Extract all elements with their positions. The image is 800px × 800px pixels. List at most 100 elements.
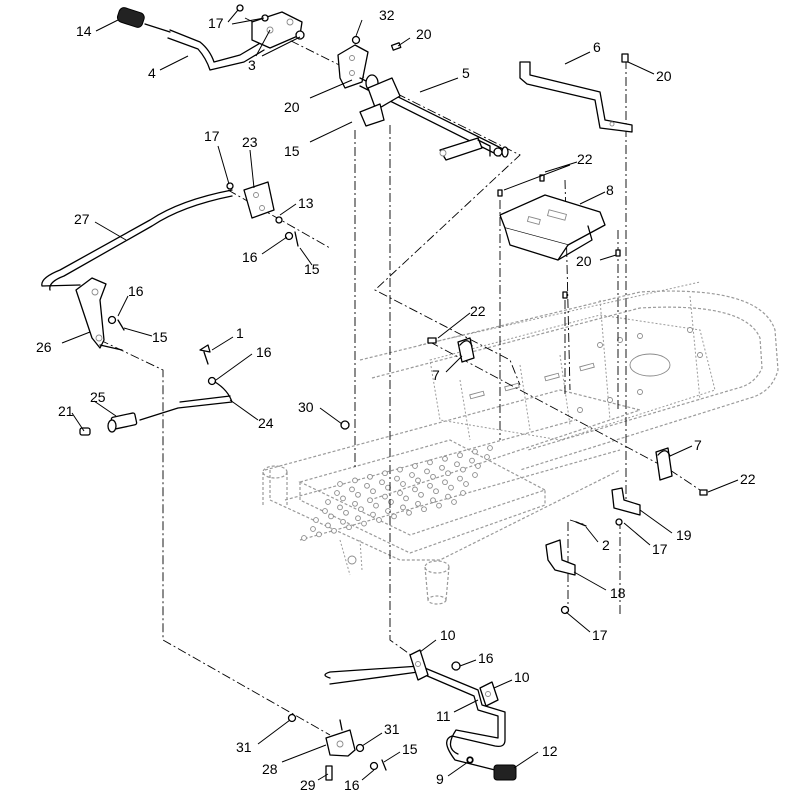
part-1-pin xyxy=(199,344,217,386)
deck-hole xyxy=(364,482,370,489)
callout-14: 14 xyxy=(76,23,92,39)
callout-30: 30 xyxy=(298,399,314,415)
deck-hole xyxy=(460,490,466,496)
deck-hole xyxy=(397,466,403,473)
callout-16: 16 xyxy=(256,344,272,360)
deck-hole xyxy=(403,495,409,502)
leader-lines xyxy=(61,9,739,781)
deck-hole xyxy=(325,499,331,505)
callout-10: 10 xyxy=(514,669,530,685)
callout-4: 4 xyxy=(148,65,156,81)
part-8-mount-plate xyxy=(497,174,621,299)
part-16-washer-bottom xyxy=(369,759,387,771)
deck-hole xyxy=(349,486,355,493)
deck-hole xyxy=(415,500,421,507)
deck-hole xyxy=(391,513,397,520)
callout-12: 12 xyxy=(542,743,558,759)
deck-hole xyxy=(355,491,361,498)
deck-hole xyxy=(469,457,475,464)
callout-5: 5 xyxy=(462,65,470,81)
deck-hole xyxy=(352,500,358,507)
callout-1: 1 xyxy=(236,325,244,341)
deck-hole xyxy=(427,459,433,466)
callout-17: 17 xyxy=(592,627,608,643)
deck-hole xyxy=(457,475,463,482)
deck-hole xyxy=(367,473,373,480)
part-31-washer xyxy=(355,743,365,753)
deck-hole xyxy=(370,511,376,518)
callout-11: 11 xyxy=(436,708,451,724)
callout-19: 19 xyxy=(676,527,692,543)
deck-hole xyxy=(337,481,343,487)
deck-hole xyxy=(436,502,442,509)
deck-hole xyxy=(313,517,319,523)
deck-hole xyxy=(352,477,358,484)
deck-hole xyxy=(442,479,448,486)
callout-9: 9 xyxy=(436,771,444,787)
part-30-nut xyxy=(340,420,350,430)
deck-hole xyxy=(442,455,448,462)
deck-hole xyxy=(343,509,349,516)
callout-16: 16 xyxy=(242,249,258,265)
callout-8: 8 xyxy=(606,182,614,198)
deck-hole xyxy=(373,502,379,509)
deck-hole xyxy=(475,463,481,469)
callout-15: 15 xyxy=(402,741,418,757)
callout-22: 22 xyxy=(470,303,486,319)
callout-20: 20 xyxy=(284,99,300,115)
part-4-hand-lever xyxy=(167,11,305,71)
part-32-bracket xyxy=(337,35,369,89)
callout-22: 22 xyxy=(577,151,593,167)
callout-26: 26 xyxy=(36,339,52,355)
deck-hole xyxy=(439,464,445,471)
callout-18: 18 xyxy=(610,585,626,601)
part-29-bolt xyxy=(325,765,333,781)
deck-hole xyxy=(340,518,346,525)
part-28-pivot-bracket xyxy=(287,713,356,757)
deck-hole xyxy=(457,452,463,459)
deck-hole xyxy=(472,448,478,455)
deck-hole xyxy=(424,468,430,475)
callout-24: 24 xyxy=(258,415,274,431)
deck-hole xyxy=(397,490,403,496)
callout-20: 20 xyxy=(416,26,432,42)
deck-hole xyxy=(325,522,331,529)
deck-hole xyxy=(409,472,415,478)
callout-20: 20 xyxy=(656,68,672,84)
deck-hole xyxy=(430,497,436,504)
part-20-screw-top xyxy=(390,42,402,51)
deck-hole xyxy=(376,517,382,523)
deck-perforation-grid xyxy=(301,445,493,541)
callout-25: 25 xyxy=(90,389,106,405)
callout-7: 7 xyxy=(432,367,440,383)
part-18-bracket xyxy=(545,539,576,615)
deck-hole xyxy=(445,470,451,477)
part-6-bracket xyxy=(519,61,633,133)
callout-16: 16 xyxy=(128,283,144,299)
deck-hole xyxy=(316,531,322,538)
callout-3: 3 xyxy=(248,57,256,73)
assembly-centerlines xyxy=(99,17,701,736)
deck-hole xyxy=(448,484,454,491)
callout-17: 17 xyxy=(208,15,224,31)
callout-15: 15 xyxy=(304,261,320,277)
part-20-screw-right xyxy=(621,53,629,63)
deck-hole xyxy=(418,491,424,498)
callout-labels: 14 17 32 20 4 3 6 20 5 20 15 17 23 22 8 … xyxy=(36,7,756,793)
deck-hole xyxy=(358,506,364,513)
part-19-bracket xyxy=(611,487,641,526)
deck-hole xyxy=(484,454,490,460)
deck-hole xyxy=(301,535,307,541)
callout-7: 7 xyxy=(694,437,702,453)
deck-hole xyxy=(451,499,457,505)
callout-10: 10 xyxy=(440,627,456,643)
deck-hole xyxy=(415,477,421,484)
deck-hole xyxy=(427,482,433,489)
deck-hole xyxy=(460,466,466,473)
part-24-rod xyxy=(139,381,233,421)
callout-22: 22 xyxy=(740,471,756,487)
callout-13: 13 xyxy=(298,195,314,211)
deck-hole xyxy=(382,493,388,500)
callout-6: 6 xyxy=(593,39,601,55)
